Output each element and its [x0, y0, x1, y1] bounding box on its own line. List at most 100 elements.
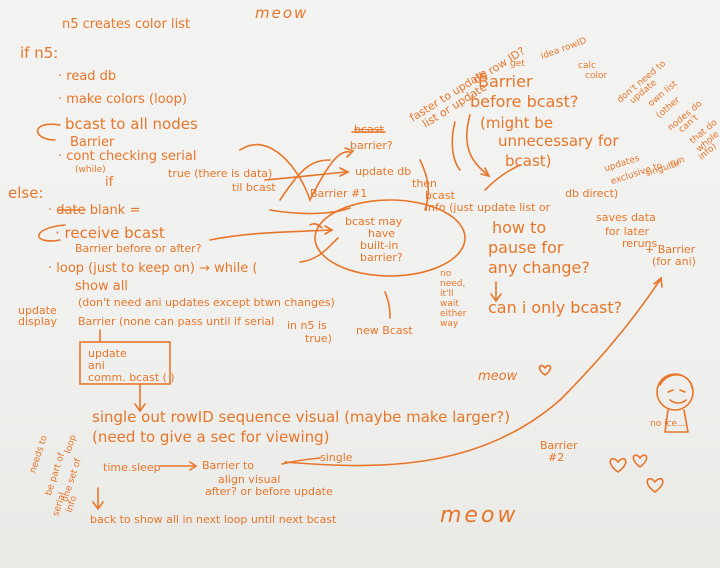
single-out-text: single out rowID sequence visual (maybe … — [92, 408, 511, 426]
can-i-text: can i only bcast? — [488, 298, 623, 317]
receive-bcast-text: · receive bcast — [55, 224, 165, 242]
arrowhead-2 — [324, 225, 334, 235]
bubble-ellipse — [314, 199, 466, 277]
no-need-1: no — [440, 269, 452, 279]
pause-for-text: pause for — [488, 238, 564, 257]
doodle-head — [656, 373, 694, 411]
barrier-ani-1: + Barrier — [645, 243, 696, 256]
barrier-q-text: barrier? — [350, 139, 393, 152]
box-line-1: update — [88, 347, 127, 360]
align-visual-text: align visual — [218, 473, 281, 486]
no-need-5: either — [440, 309, 467, 319]
doodle-body — [664, 409, 689, 433]
barrier-line-text: Barrier (none can pass until if serial — [78, 315, 275, 328]
meow-mid: meow — [478, 369, 518, 384]
arrowhead-7 — [189, 461, 198, 471]
dont-need-text: (don't need ani updates except btwn chan… — [78, 296, 335, 309]
any-change-text: any change? — [488, 258, 590, 277]
get-text: get — [510, 59, 525, 69]
no-need-4: wait — [440, 299, 459, 309]
heart-4 — [538, 364, 552, 376]
if-n5-label: if n5: — [20, 44, 59, 62]
doodle-mouth — [669, 399, 687, 404]
faster-arrow — [465, 114, 489, 176]
single-arrow — [281, 457, 321, 465]
update-display-text: update display — [18, 304, 58, 328]
barrier-text: Barrier — [70, 135, 115, 150]
arrowhead-4 — [480, 167, 491, 178]
then-text: then — [412, 177, 438, 190]
in-n5-is-text: in n5 is — [287, 319, 327, 332]
bcast-crossed: bcast — [354, 123, 384, 136]
might-be-text: (might be — [480, 114, 554, 132]
date-blank-text: · date blank = — [48, 203, 141, 218]
barrier-2-line-1: Barrier — [540, 439, 578, 452]
barrier-to-updates-arrow — [484, 164, 521, 191]
true-there-text: true (there is data) — [168, 167, 273, 180]
single-text: single — [320, 451, 353, 464]
bubble-line-3: built-in — [360, 239, 399, 252]
before-bcast-text: before bcast? — [470, 92, 579, 111]
cross-arrow-1 — [239, 143, 351, 203]
bubble-line-4: barrier? — [360, 251, 403, 264]
heart-1 — [609, 457, 627, 473]
doodle-hair — [659, 374, 693, 389]
arrowhead-8 — [92, 501, 104, 511]
top-signature: meow — [255, 4, 309, 22]
doodle-eyes — [667, 389, 686, 393]
while-small-text: (while) — [75, 165, 106, 175]
no-need-6: way — [440, 319, 459, 329]
til-bcast-text: til bcast — [232, 181, 276, 194]
no-need-3: it'll — [440, 289, 454, 299]
bcast-label: bcast — [425, 189, 455, 202]
bubble-line-2: have — [368, 227, 395, 240]
receive-loop-arrow — [38, 224, 66, 242]
barrier-ani-2: (for ani) — [652, 255, 696, 268]
tilbcast-arrow — [264, 171, 346, 181]
tick-1 — [309, 222, 323, 229]
saves-3: reruns — [622, 237, 658, 250]
back-to-text: back to show all in next loop until next… — [90, 513, 337, 526]
update-db-text: update db — [355, 165, 412, 178]
page-title: n5 creates color list — [62, 17, 191, 32]
db-direct-text: db direct) — [565, 187, 619, 200]
else-label: else: — [8, 184, 44, 202]
barrier-before-arrow — [269, 207, 351, 215]
barrier-to-text: Barrier to — [202, 459, 255, 472]
saves-1: saves data — [596, 211, 656, 224]
no-ice-text: no ice... — [650, 419, 686, 429]
bcast-all-text: bcast to all nodes — [65, 115, 198, 133]
newbcast-arrow — [384, 291, 391, 319]
barrier-2-line-2: #2 — [548, 451, 565, 464]
loop-line-text: · loop (just to keep on) → while ( — [48, 261, 258, 276]
updatedb-arrow — [419, 159, 430, 211]
barrier-right-title: Barrier — [478, 72, 533, 91]
arrowhead-1 — [344, 147, 355, 158]
arrowhead-3 — [339, 167, 350, 177]
barrier-1-text: Barrier #1 — [310, 187, 368, 200]
calc-1: calc — [578, 61, 596, 71]
info-update-text: info (just update list or — [425, 201, 551, 214]
saves-2: for later — [605, 225, 650, 238]
while-to-bubble-arrow — [299, 237, 339, 263]
receive-to-bubble-arrow — [209, 229, 331, 241]
no-need-2: need, — [440, 279, 466, 289]
heart-2 — [632, 454, 648, 469]
brace-1 — [451, 121, 461, 171]
cont-checking-text: · cont checking serial — [58, 149, 197, 164]
box-line-3: comm. bcast ( ) — [88, 371, 175, 384]
arrowhead-9 — [653, 276, 663, 288]
bcast-close-text: bcast) — [505, 152, 552, 170]
how-to-text: how to — [492, 218, 547, 237]
time-sleep-text: time.sleep — [103, 461, 161, 474]
box-line-2: ani — [88, 359, 105, 372]
make-colors-text: · make colors (loop) — [58, 92, 187, 107]
calc-2: color — [585, 71, 608, 81]
update-ani-box — [79, 341, 171, 385]
true-to-bcast-arrow — [279, 159, 331, 201]
big-curve-arrow — [284, 279, 661, 467]
true-close-text: true) — [305, 332, 332, 345]
need-sec-text: (need to give a sec for viewing) — [92, 428, 330, 446]
